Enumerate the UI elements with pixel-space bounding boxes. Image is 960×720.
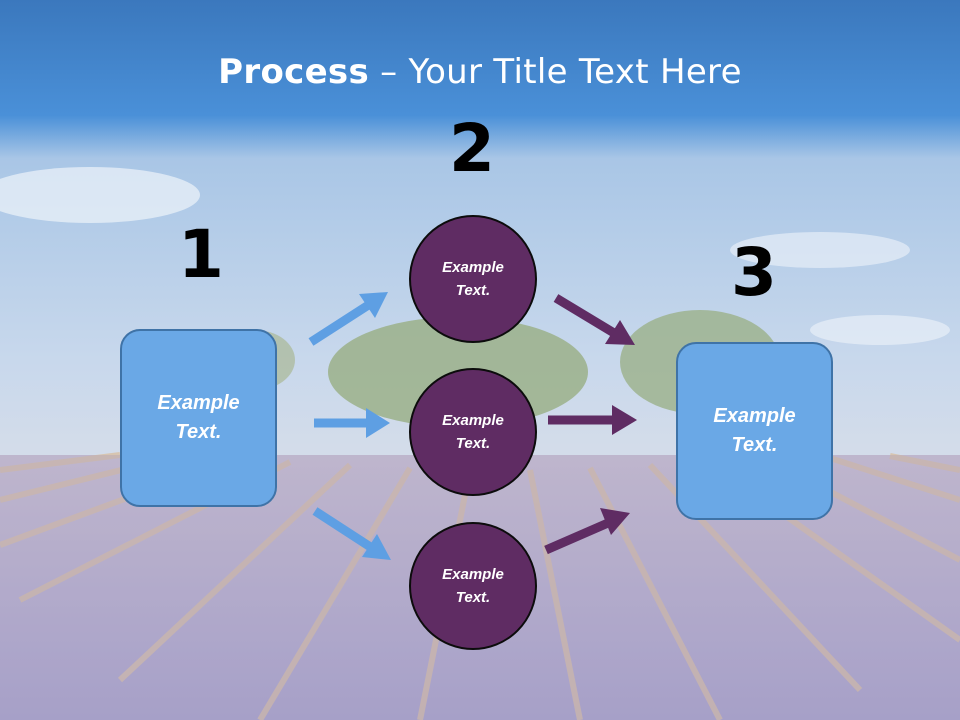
step-1-text-line2: Text. bbox=[175, 421, 222, 443]
step-number-3: 3 bbox=[731, 234, 777, 311]
slide-title: Process – Your Title Text Here bbox=[0, 52, 960, 92]
arrow-blue-down bbox=[312, 507, 391, 560]
title-bold: Process bbox=[218, 52, 370, 92]
arrow-blue-up bbox=[308, 292, 388, 346]
circle-middle-text-line2: Text. bbox=[455, 435, 491, 452]
arrow-blue-right bbox=[314, 408, 390, 438]
step-number-1: 1 bbox=[178, 216, 224, 293]
step-3-text-line1: Example bbox=[713, 405, 796, 427]
arrow-purple-down bbox=[553, 294, 635, 345]
circle-bottom-text-line1: Example bbox=[442, 566, 504, 583]
arrow-purple-up bbox=[544, 508, 630, 555]
circle-top-text-line1: Example bbox=[442, 259, 504, 276]
title-rest: – Your Title Text Here bbox=[369, 52, 742, 92]
step-number-2: 2 bbox=[449, 110, 495, 187]
circle-bottom-text-line2: Text. bbox=[455, 589, 491, 606]
circle-middle-text-line1: Example bbox=[442, 412, 504, 429]
step-1-text-line1: Example bbox=[157, 392, 240, 414]
step-3-text-line2: Text. bbox=[731, 434, 778, 456]
arrow-purple-right bbox=[548, 405, 637, 435]
circle-top-text-line2: Text. bbox=[455, 282, 491, 299]
